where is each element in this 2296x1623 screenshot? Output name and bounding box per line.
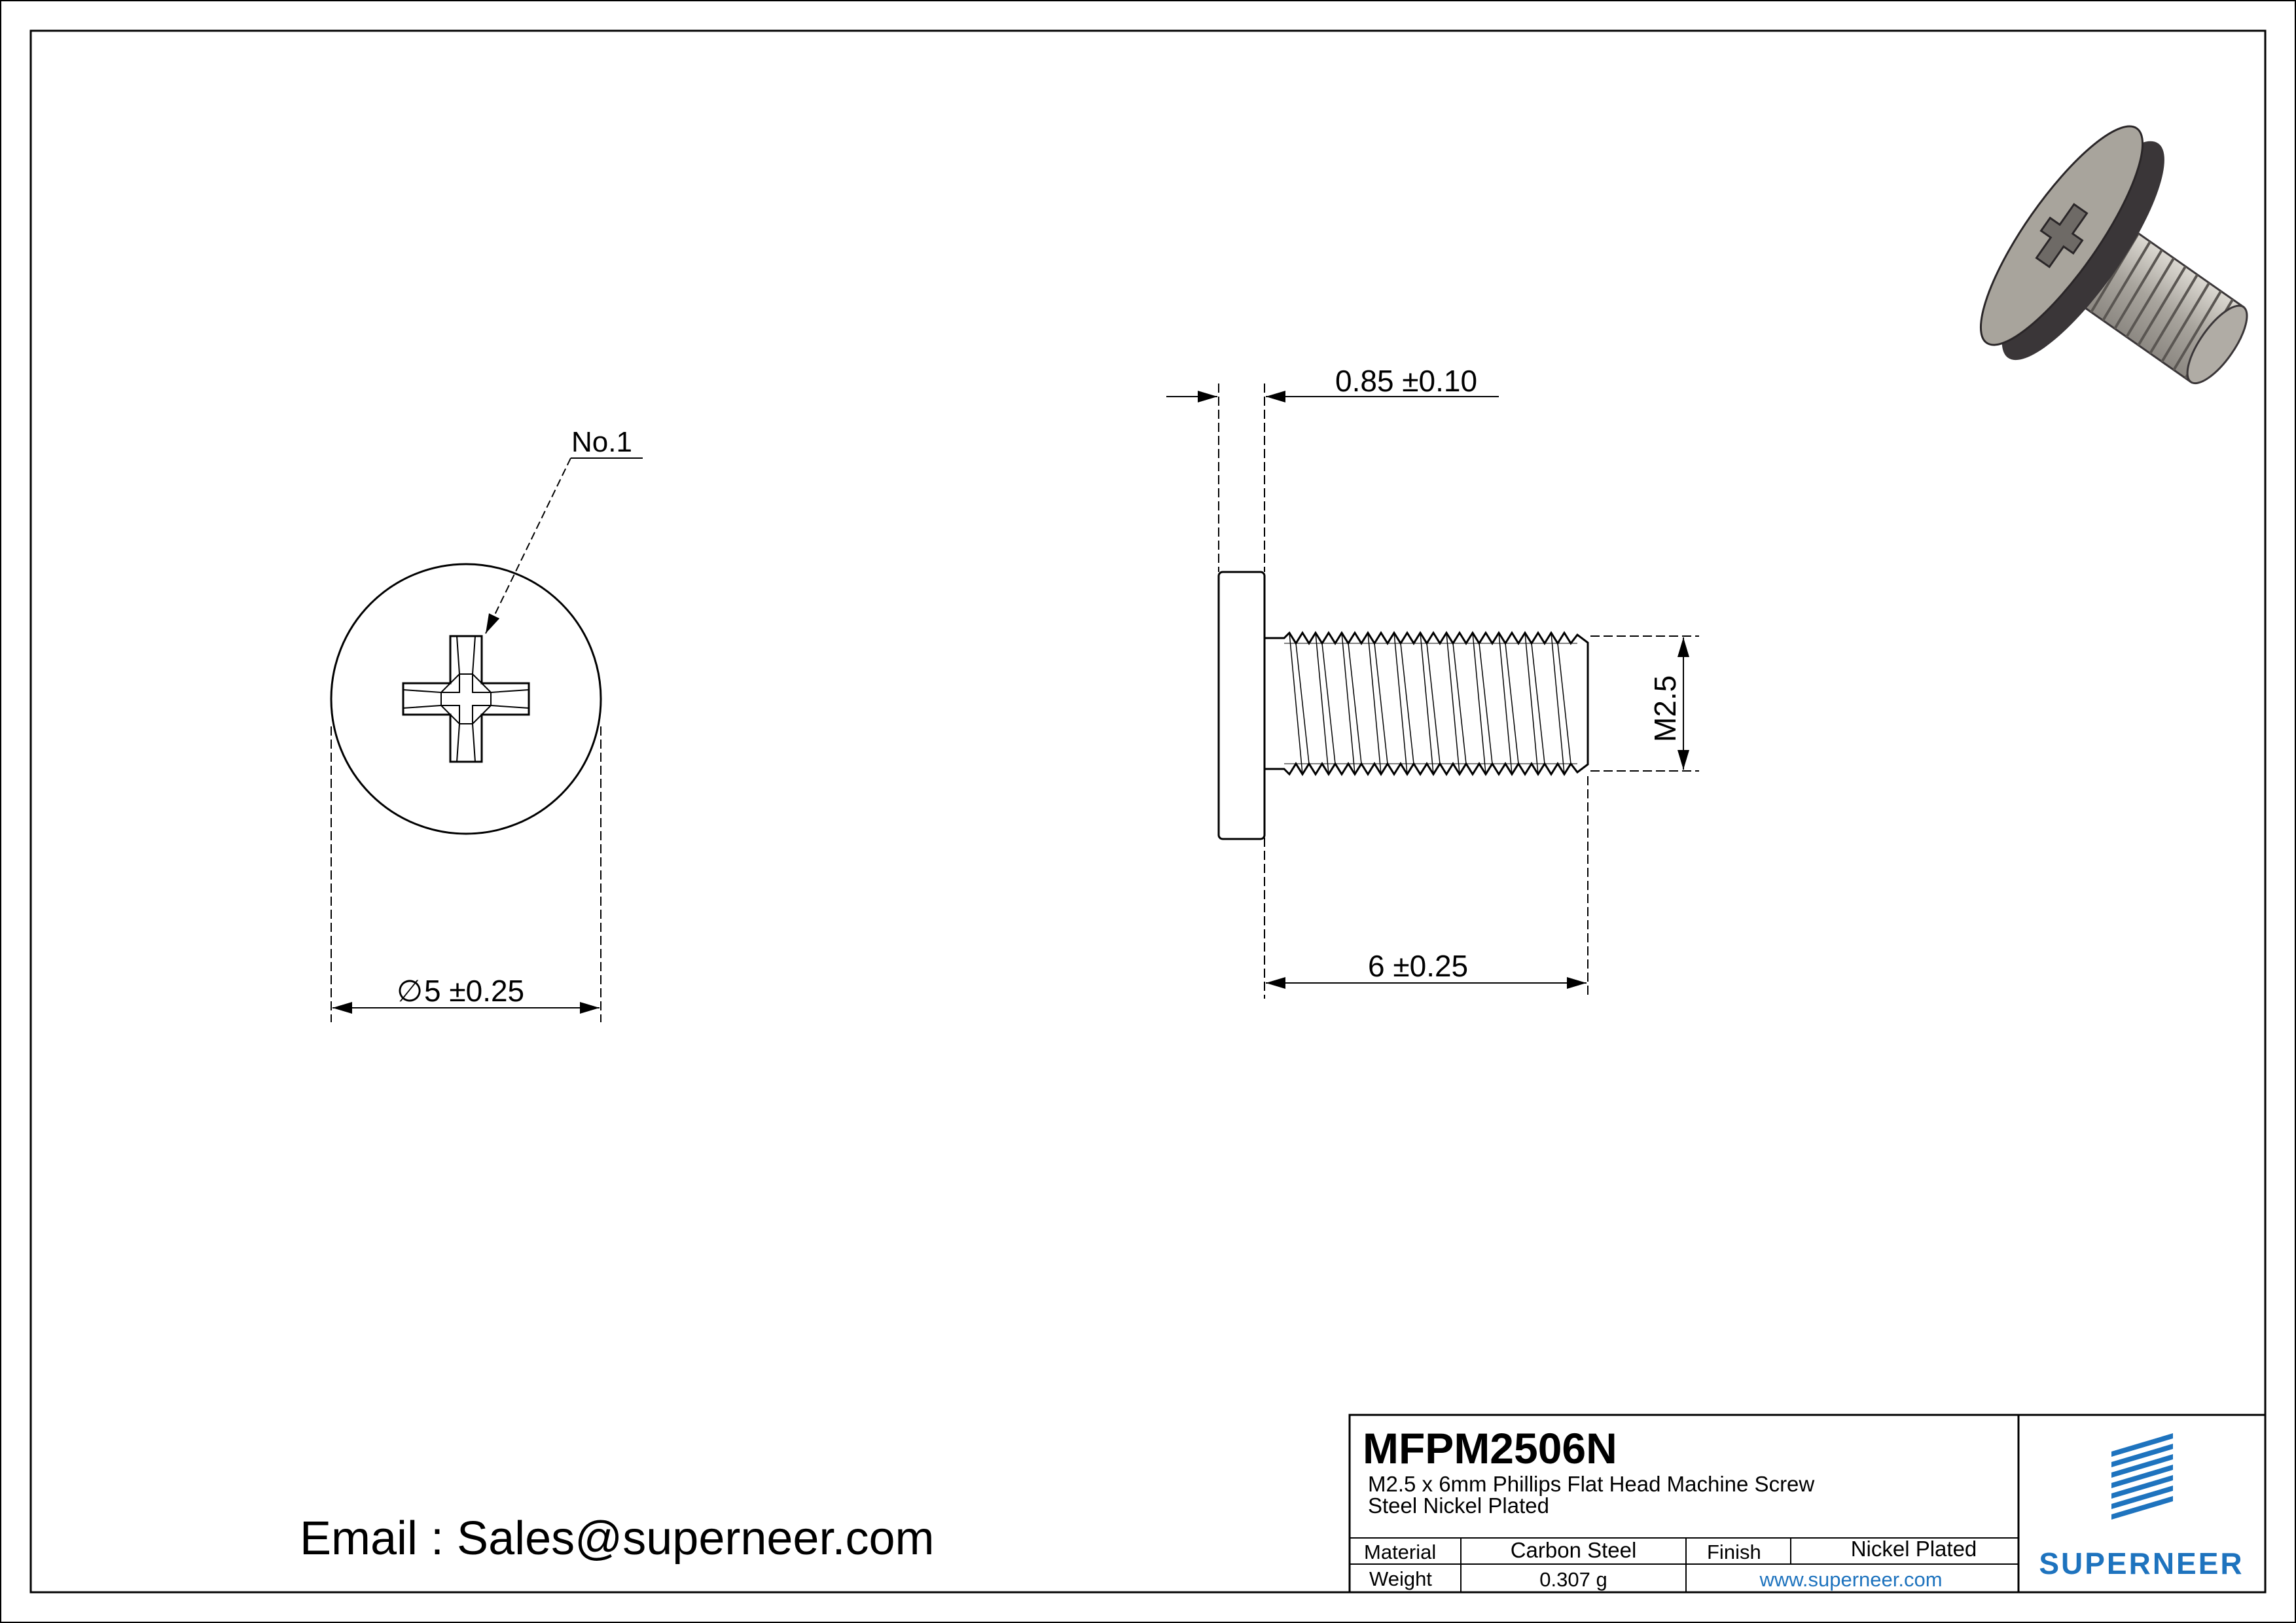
brand-name: SUPERNEER [2039, 1546, 2244, 1580]
callout-leader [485, 457, 571, 634]
render-shank-end [2186, 304, 2248, 385]
description-line-2: Steel Nickel Plated [1368, 1493, 1549, 1518]
head-height-dimension: 0.85 ±0.10 [1335, 364, 1477, 398]
weight-label: Weight [1369, 1567, 1432, 1590]
superneer-logo-icon [2111, 1433, 2173, 1520]
title-block: MFPM2506N M2.5 x 6mm Phillips Flat Head … [1348, 1414, 2267, 1594]
material-value: Carbon Steel [1511, 1538, 1637, 1562]
front-view: No.1 ∅ 5 ±0.25 [330, 426, 643, 1022]
thread-dimension: M2.5 [1648, 675, 1682, 742]
title-block-frame [1348, 1414, 2267, 1594]
diameter-dimension: 5 ±0.25 [424, 974, 524, 1008]
weight-value: 0.307 g [1539, 1568, 1607, 1591]
length-dimension: 6 ±0.25 [1368, 949, 1468, 983]
material-label: Material [1364, 1541, 1436, 1563]
part-number: MFPM2506N [1363, 1424, 1617, 1472]
thread-body [1263, 631, 1589, 776]
thread-helix-lines [1289, 632, 1571, 775]
render-recess [2035, 203, 2089, 268]
diameter-symbol: ∅ [397, 974, 423, 1008]
screw-head-profile [1217, 571, 1266, 840]
callout-label: No.1 [571, 426, 632, 458]
recess-inner-lines [403, 635, 529, 762]
side-view: 0.85 ±0.10 M2.5 6 ±0.25 [1166, 364, 1699, 999]
website-link[interactable]: www.superneer.com [1759, 1568, 1942, 1591]
screw-head-outline [330, 563, 602, 835]
finish-label: Finish [1707, 1541, 1761, 1563]
isometric-render [1979, 125, 2248, 385]
description-line-1: M2.5 x 6mm Phillips Flat Head Machine Sc… [1368, 1472, 1814, 1496]
phillips-recess [402, 635, 530, 763]
inner-border [29, 29, 2267, 1594]
contact-email: Email : Sales@superneer.com [300, 1512, 935, 1565]
finish-value: Nickel Plated [1851, 1537, 1977, 1561]
